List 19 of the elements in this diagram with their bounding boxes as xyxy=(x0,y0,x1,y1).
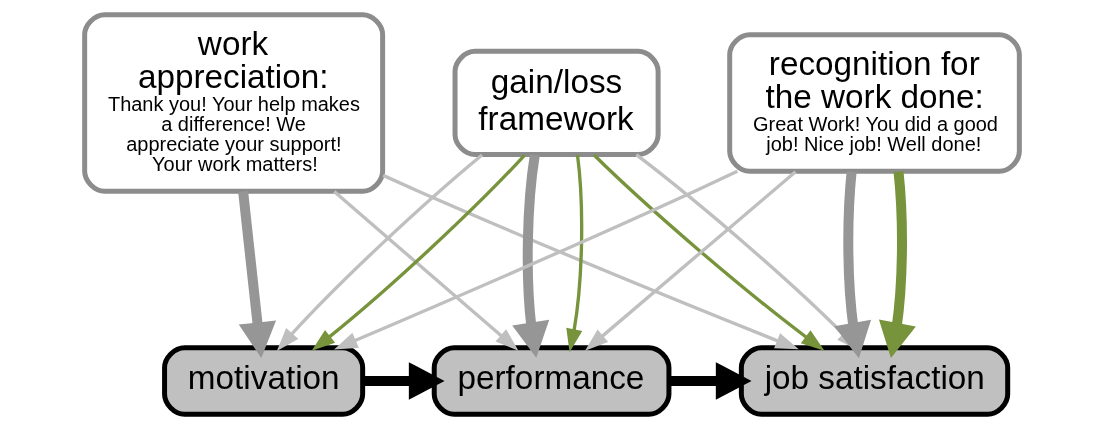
node-box: performance xyxy=(431,345,672,417)
node-box: gain/loss framework xyxy=(452,48,661,158)
arrow xyxy=(363,362,445,400)
node-box: recognition for the work done: Great Work! You did a good job! Nice job! Well done! xyxy=(727,32,1022,174)
arrow xyxy=(382,173,799,350)
node-box: job satisfaction xyxy=(738,345,1011,417)
arrow xyxy=(334,169,739,350)
arrow xyxy=(592,153,825,351)
arrow xyxy=(669,362,752,400)
arrow xyxy=(566,154,584,353)
arrow xyxy=(512,154,550,358)
arrow xyxy=(585,170,797,351)
arrow xyxy=(333,190,519,351)
arrow xyxy=(311,153,526,351)
arrow xyxy=(238,191,277,359)
node-box: motivation xyxy=(162,345,366,417)
arrow xyxy=(276,153,484,352)
arrow xyxy=(878,171,916,359)
node-box: work appreciation: Thank you! Your help makes a difference! We appreciate your support! Your work matters! xyxy=(82,12,386,194)
